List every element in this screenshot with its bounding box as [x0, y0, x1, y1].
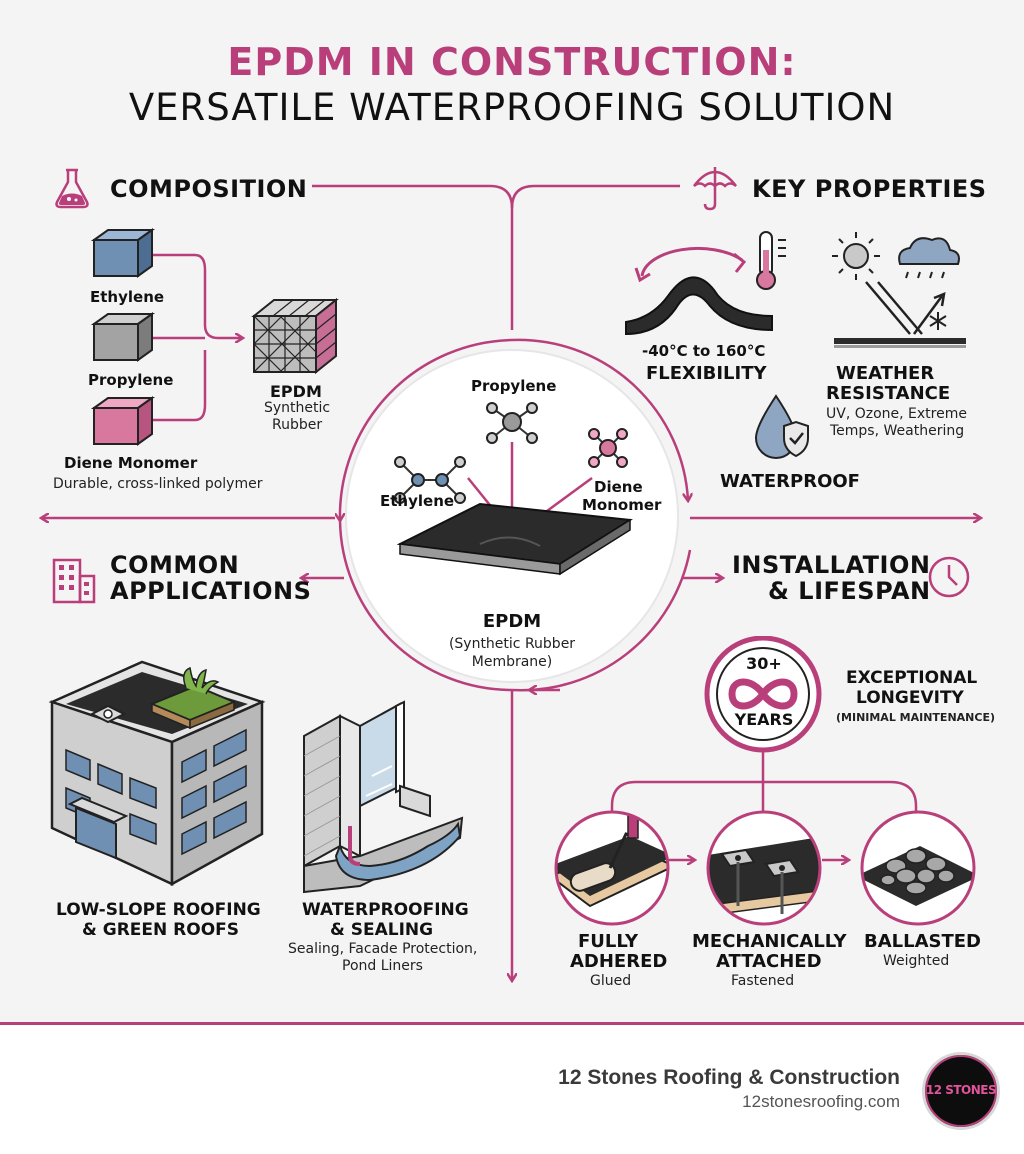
method-2-line-1: MECHANICALLY	[692, 931, 847, 952]
flexibility-label: FLEXIBILITY	[646, 363, 767, 384]
waterproofing-label-2: & SEALING	[330, 920, 434, 940]
waterproofing-label-1: WATERPROOFING	[302, 900, 469, 920]
weather-sub-1: UV, Ozone, Extreme	[826, 406, 967, 422]
years-top: 30+	[746, 654, 782, 673]
applications-heading-2: APPLICATIONS	[110, 577, 312, 605]
method-1-sub: Glued	[590, 973, 632, 989]
propylene-cube-icon	[90, 312, 156, 362]
installation-heading-2: & LIFESPAN	[768, 577, 931, 605]
center-sub-2: Membrane)	[471, 654, 553, 670]
title-line-2: VERSATILE WATERPROOFING SOLUTION	[128, 86, 896, 129]
building-green-roof-illustration	[48, 660, 266, 887]
diene-cube-icon	[90, 396, 156, 446]
waterproof-label: WATERPROOF	[720, 471, 860, 492]
propylene-label: Propylene	[88, 371, 174, 389]
longevity-title-2: LONGEVITY	[856, 688, 964, 708]
weather-icon	[832, 232, 966, 348]
method-2-sub: Fastened	[731, 973, 795, 989]
weather-title-2: RESISTANCE	[826, 383, 951, 404]
company-name: 12 Stones Roofing & Construction	[558, 1066, 900, 1089]
ethylene-cube-icon	[90, 228, 156, 278]
center-diene-2: Monomer	[582, 496, 662, 514]
epdm-result-sub1: Synthetic	[264, 400, 331, 416]
epdm-mesh-cube-icon	[251, 297, 339, 375]
waterproofing-sub-1: Sealing, Facade Protection,	[288, 941, 478, 957]
roofing-label-2: & GREEN ROOFS	[82, 920, 240, 940]
center-sub-1: (Synthetic Rubber	[448, 636, 576, 652]
center-ethylene: Ethylene	[380, 492, 455, 510]
applications-heading-1: COMMON	[110, 551, 240, 579]
longevity-title-1: EXCEPTIONAL	[846, 668, 978, 688]
building-icon	[52, 558, 96, 604]
wall-sealing-illustration	[303, 700, 464, 894]
longevity-sub: (MINIMAL MAINTENANCE)	[836, 711, 995, 724]
method-1-line-1: FULLY	[578, 931, 639, 952]
longevity-badge	[704, 636, 822, 753]
mechanically-attached-icon	[706, 810, 822, 926]
title-line-1: EPDM IN CONSTRUCTION:	[227, 40, 797, 84]
method-3-sub: Weighted	[883, 953, 950, 969]
flask-icon	[55, 168, 89, 209]
footer-divider	[0, 1022, 1024, 1025]
flexibility-membrane-icon	[625, 231, 786, 336]
company-url[interactable]: 12stonesroofing.com	[742, 1092, 900, 1111]
umbrella-icon	[693, 167, 737, 211]
years-bottom: YEARS	[734, 710, 794, 729]
method-2-line-2: ATTACHED	[716, 951, 822, 972]
method-1-line-2: ADHERED	[570, 951, 668, 972]
weather-title-1: WEATHER	[836, 363, 935, 384]
company-logo: 12 STONES	[922, 1052, 1000, 1130]
epdm-result-sub2: Rubber	[272, 417, 323, 433]
waterproofing-sub-2: Pond Liners	[342, 958, 423, 974]
ethylene-label: Ethylene	[90, 288, 165, 306]
ballasted-icon	[860, 810, 976, 926]
center-diene-1: Diene	[594, 478, 643, 496]
composition-heading: COMPOSITION	[110, 175, 308, 203]
water-drop-shield-icon	[754, 394, 809, 459]
company-logo-text: 12 STONES	[925, 1083, 997, 1097]
epdm-result-title: EPDM	[270, 382, 322, 401]
composition-note: Durable, cross-linked polymer	[53, 476, 263, 492]
footer	[0, 1025, 1024, 1154]
clock-icon	[928, 556, 970, 598]
roofing-label-1: LOW-SLOPE ROOFING	[56, 900, 261, 920]
method-3-line-1: BALLASTED	[864, 931, 981, 952]
molecule-diagram	[394, 402, 633, 576]
installation-heading-1: INSTALLATION	[732, 551, 931, 579]
properties-heading: KEY PROPERTIES	[752, 175, 987, 203]
center-title: EPDM	[482, 611, 542, 632]
flex-range: -40°C to 160°C	[642, 342, 766, 360]
fully-adhered-icon	[554, 810, 670, 926]
weather-sub-2: Temps, Weathering	[830, 423, 965, 439]
diene-label: Diene Monomer	[64, 454, 198, 472]
center-propylene: Propylene	[471, 377, 557, 395]
